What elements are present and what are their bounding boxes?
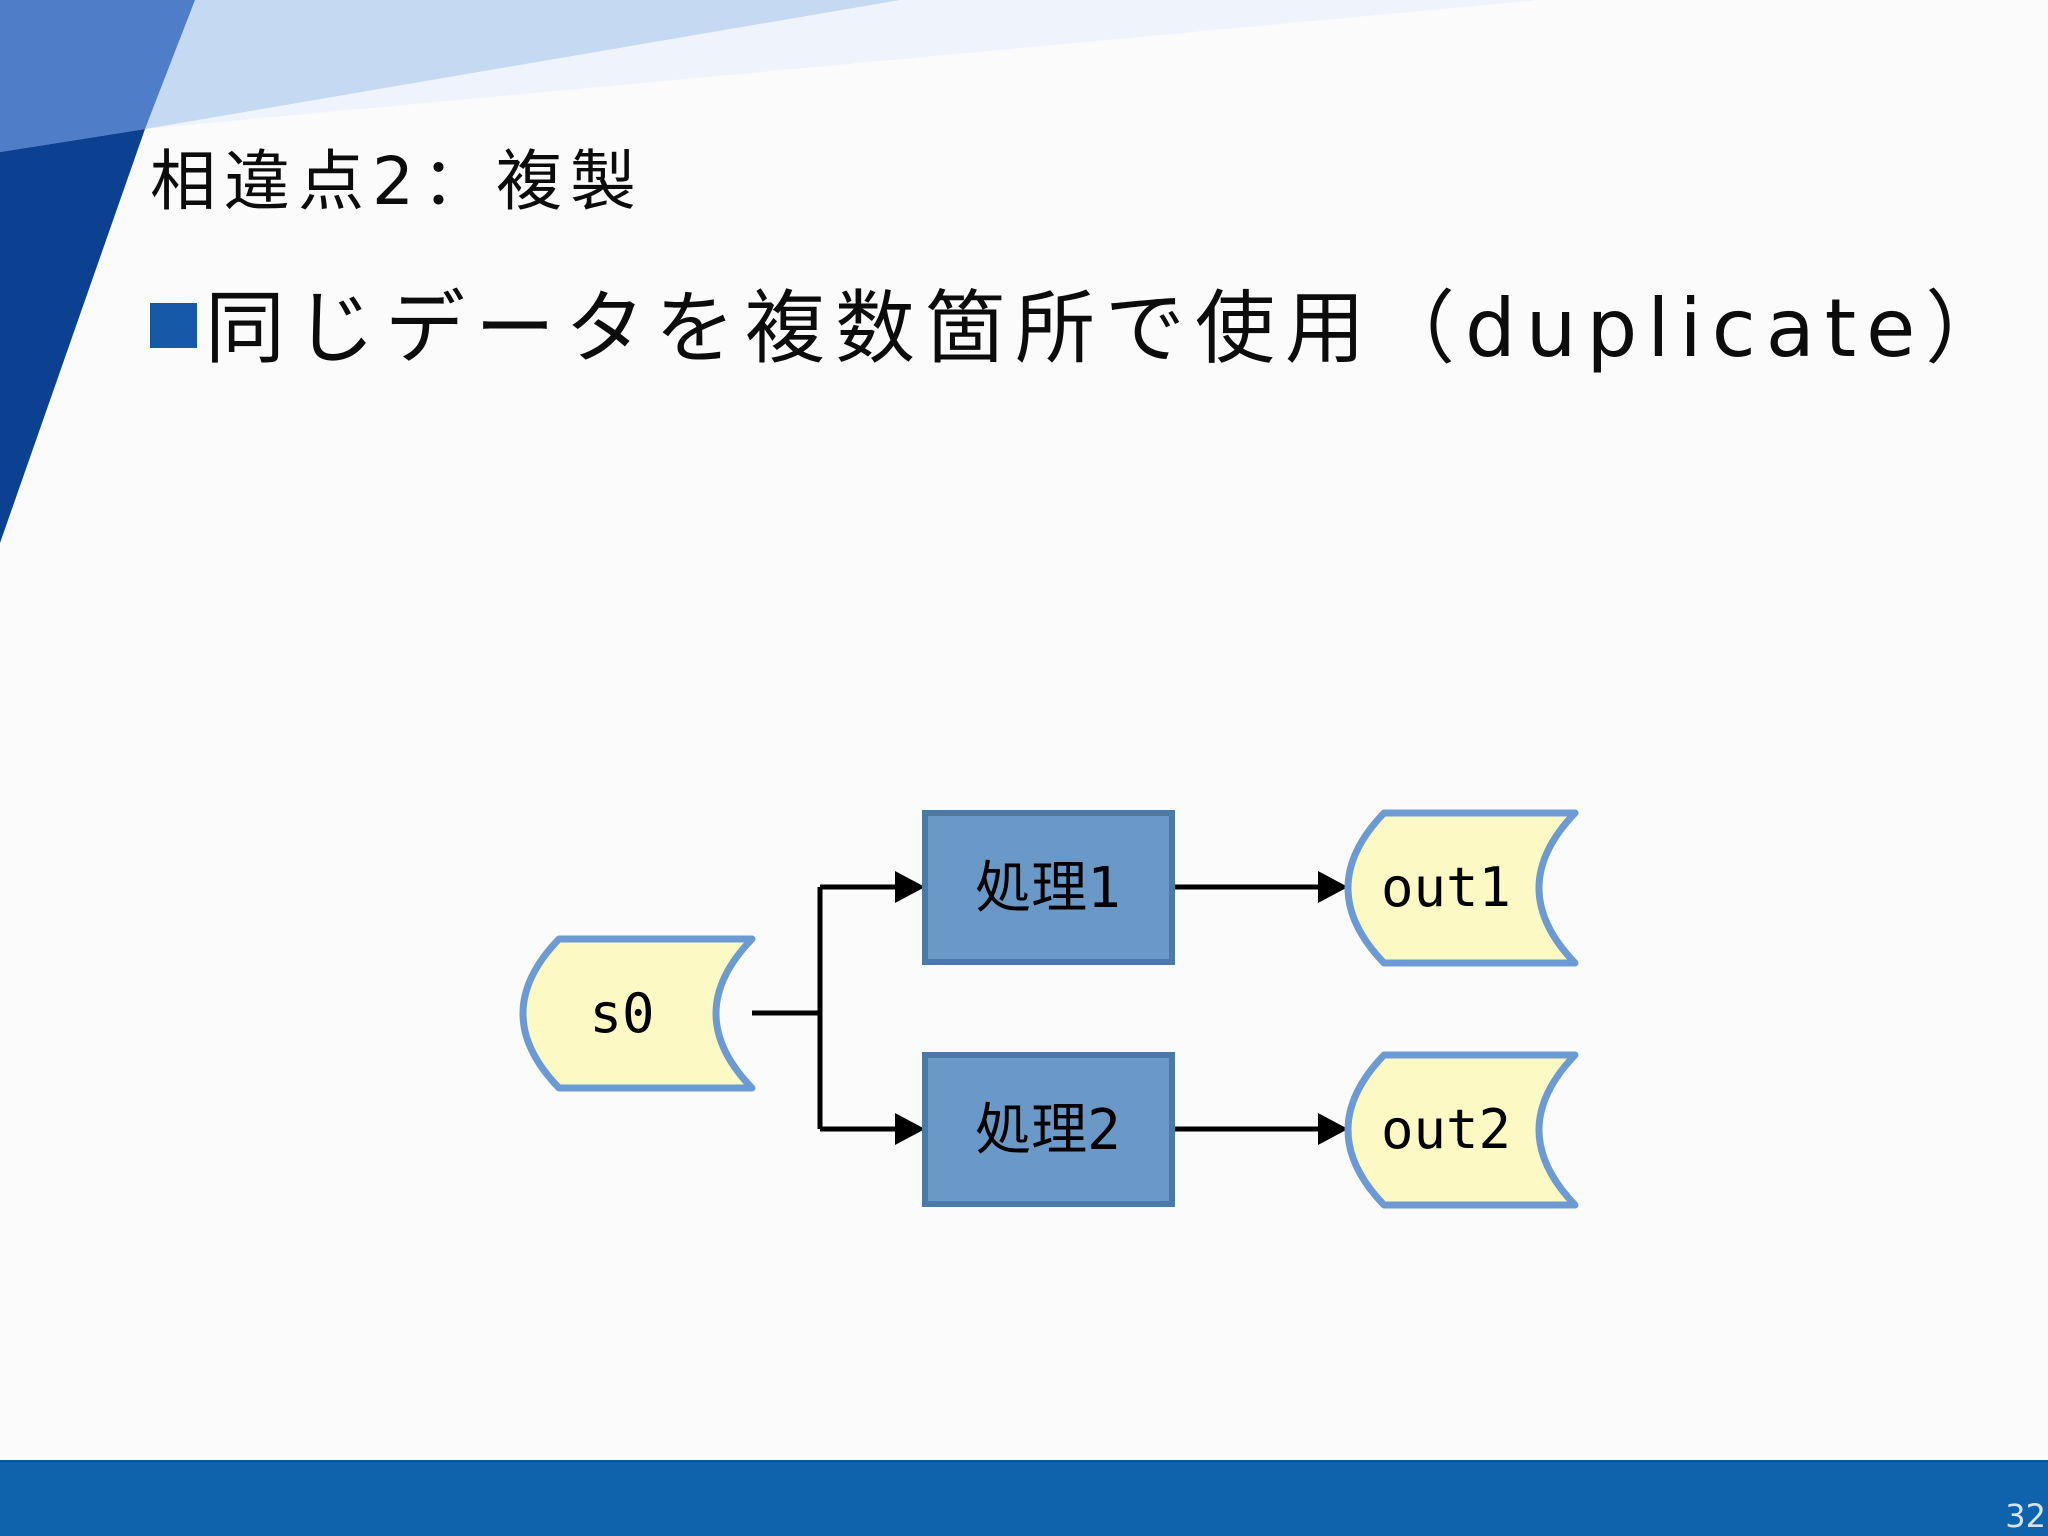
arrowhead-into-process2-icon [895,1113,925,1145]
process-box-1-label: 処理1 [975,856,1121,921]
stored-data-s0-label: s0 [589,982,654,1045]
process-box-2-label: 処理2 [975,1098,1121,1163]
stored-data-out1-label: out1 [1381,856,1511,919]
arrowhead-into-out2-icon [1318,1113,1348,1145]
bullet-row: 同じデータを複数箇所で使用（duplicate） [150,268,2015,376]
footer-bar: 32 [0,1460,2048,1536]
stored-data-out2 [1344,1051,1579,1209]
stored-data-out1 [1344,809,1579,967]
arrowhead-into-out1-icon [1318,871,1348,903]
slide-title: 相違点2：複製 [150,143,644,220]
arrowhead-into-process1-icon [895,871,925,903]
process-box-1 [922,810,1175,965]
process-box-2 [922,1052,1175,1207]
bullet-text: 同じデータを複数箇所で使用（duplicate） [205,282,2016,375]
stored-data-out2-label: out2 [1381,1098,1511,1161]
page-number: 32 [2005,1497,2046,1535]
bullet-square-icon [150,302,197,348]
stored-data-s0 [519,935,756,1092]
